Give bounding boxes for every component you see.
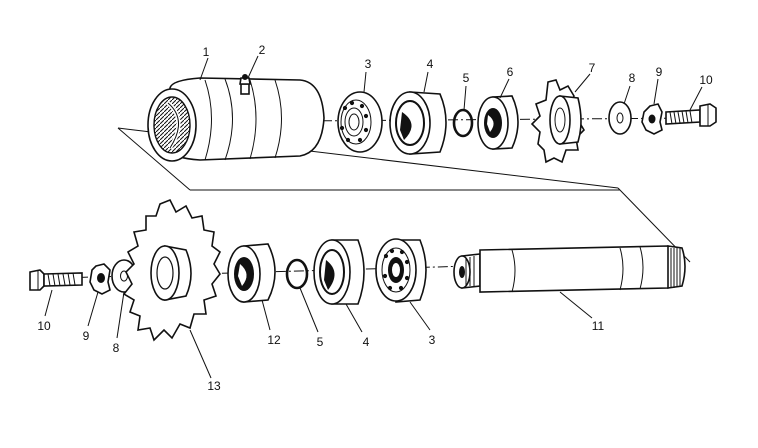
callout-3-lower: 3 [429, 333, 436, 347]
callout-3-upper: 3 [365, 57, 372, 71]
callout-2: 2 [259, 43, 266, 57]
callout-10-lower: 10 [37, 319, 51, 333]
part-4-seal-upper [389, 91, 447, 155]
part-10-bolt-upper [665, 103, 717, 127]
callout-6: 6 [507, 65, 514, 79]
part-7-small-sprocket [530, 79, 586, 164]
leader-lines [44, 55, 703, 379]
callout-10-upper: 10 [699, 73, 713, 87]
callout-5-upper: 5 [463, 71, 470, 85]
callout-11: 11 [592, 319, 605, 333]
part-2-grease-fitting [239, 74, 251, 95]
part-10-bolt-lower [29, 269, 83, 291]
part-11-shaft [453, 245, 686, 293]
part-6-spacer [477, 95, 519, 150]
callout-9-lower: 9 [83, 329, 90, 343]
part-4-seal-lower [313, 239, 365, 305]
part-1-housing [147, 77, 325, 162]
callout-5-lower: 5 [317, 335, 324, 349]
part-3-bearing-upper [337, 91, 383, 153]
part-5-o-ring-lower [285, 258, 309, 290]
part-9-lock-washer-lower [89, 263, 111, 295]
callout-1: 1 [203, 45, 210, 59]
part-12-spacer [227, 243, 276, 303]
part-9-lock-washer-upper [641, 103, 663, 135]
callout-4-upper: 4 [427, 57, 434, 71]
callout-7: 7 [589, 61, 596, 75]
callout-9-upper: 9 [656, 65, 663, 79]
callout-8-upper: 8 [629, 71, 636, 85]
part-13-large-sprocket [122, 198, 222, 342]
callout-4-lower: 4 [363, 335, 370, 349]
part-8-washer-upper [608, 101, 632, 135]
part-5-o-ring-upper [452, 108, 474, 138]
callout-labels: 1 2 3 4 5 6 7 8 9 10 10 9 8 13 12 5 4 3 … [37, 43, 713, 393]
callout-13: 13 [207, 379, 221, 393]
callout-8-lower: 8 [113, 341, 120, 355]
part-3-bearing-lower [375, 238, 427, 303]
callout-12: 12 [267, 333, 281, 347]
